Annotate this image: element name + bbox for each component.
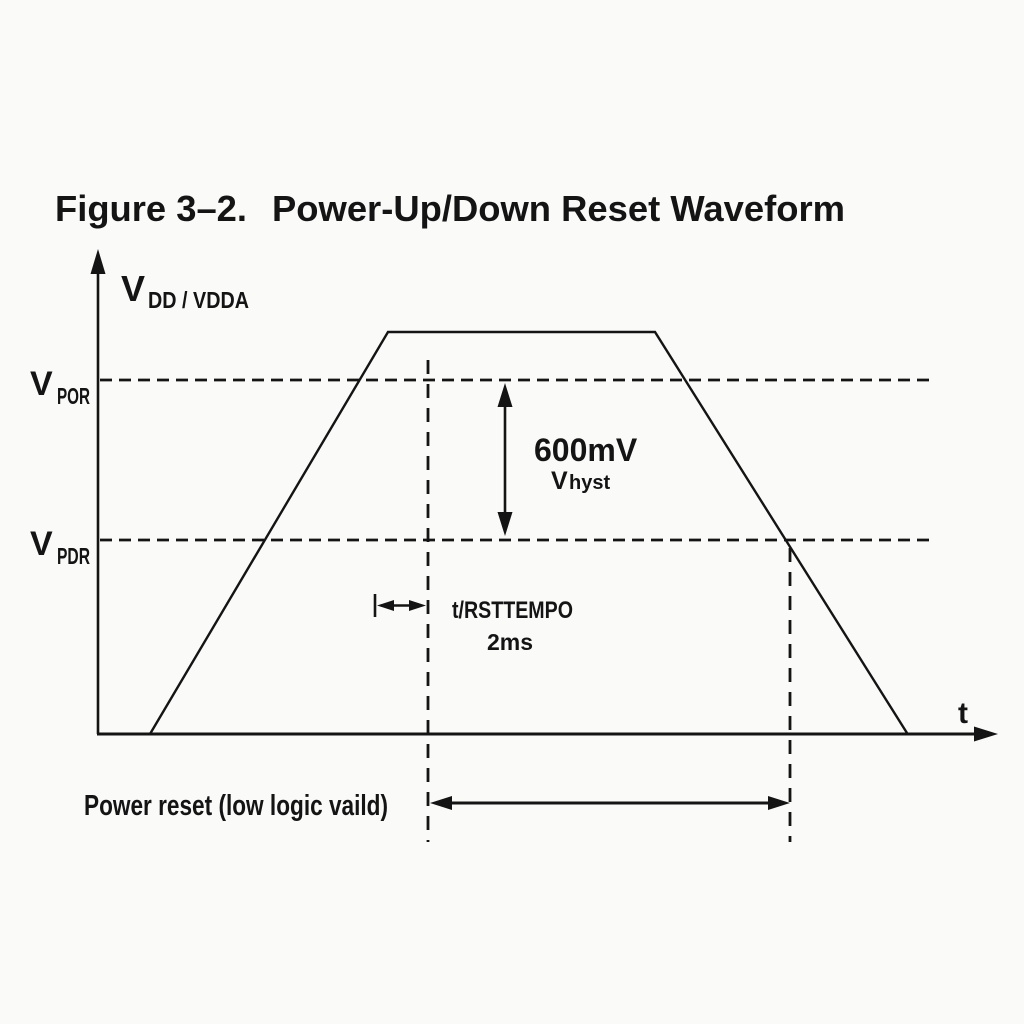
tempo-arrowhead-left-icon bbox=[377, 600, 394, 611]
tempo-label: t/RSTTEMPO bbox=[452, 597, 573, 624]
y-axis-label-subscript: DD / VDDA bbox=[148, 287, 249, 313]
hysteresis-value-label: 600mV bbox=[534, 432, 638, 468]
vpdr-label-symbol: V bbox=[30, 525, 53, 563]
figure-title: Power-Up/Down Reset Waveform bbox=[272, 188, 845, 229]
y-axis-label-symbol: V bbox=[121, 268, 145, 309]
x-axis-arrowhead-icon bbox=[974, 726, 998, 742]
hysteresis-arrow bbox=[497, 383, 513, 536]
tempo-arrowhead-right-icon bbox=[409, 600, 426, 611]
power-reset-interval-arrow bbox=[430, 796, 790, 810]
figure-number: Figure 3–2. bbox=[55, 188, 247, 229]
vpor-label-symbol: V bbox=[30, 365, 53, 403]
vpor-label-subscript: POR bbox=[57, 383, 90, 409]
vpdr-label-subscript: PDR bbox=[57, 543, 90, 569]
power-reset-label: Power reset (low logic vaild) bbox=[84, 790, 388, 822]
x-axis-label: t bbox=[958, 697, 968, 730]
tempo-arrow bbox=[373, 594, 426, 617]
hysteresis-arrowhead-up-icon bbox=[497, 383, 513, 407]
y-axis-arrowhead-icon bbox=[90, 249, 106, 274]
tempo-value-label: 2ms bbox=[487, 629, 533, 655]
hysteresis-subscript: hyst bbox=[569, 472, 610, 494]
power-reset-arrowhead-left-icon bbox=[430, 796, 452, 810]
hysteresis-symbol: V bbox=[551, 467, 568, 495]
power-reset-arrowhead-right-icon bbox=[768, 796, 790, 810]
hysteresis-arrowhead-down-icon bbox=[497, 512, 513, 536]
vdd-waveform bbox=[148, 330, 909, 735]
